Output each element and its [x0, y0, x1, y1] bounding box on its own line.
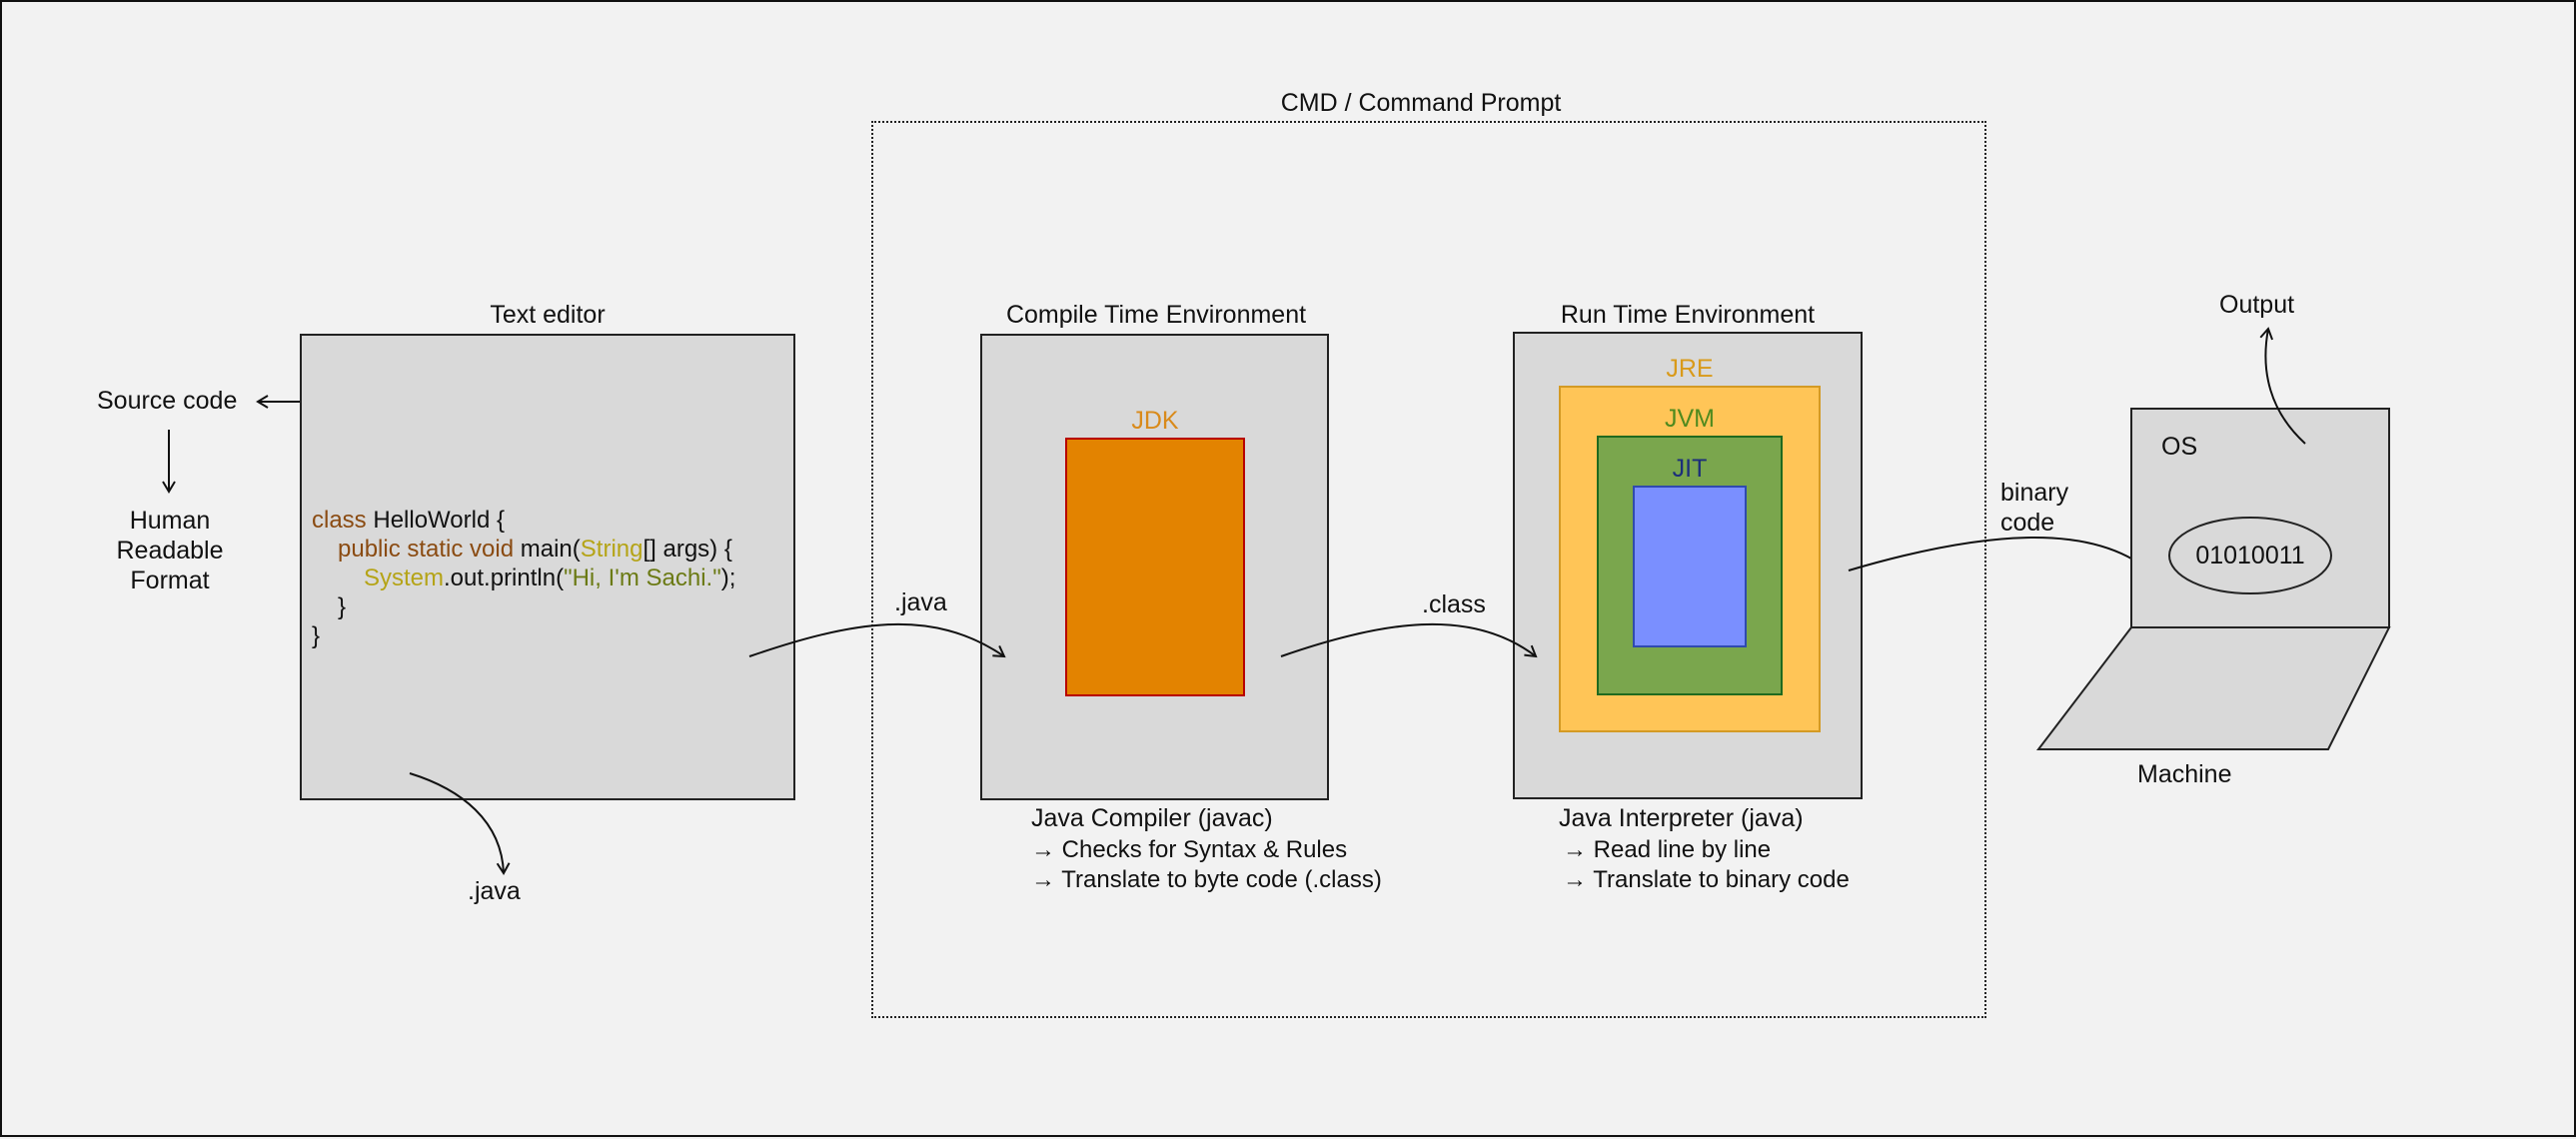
code-text: main( [514, 536, 581, 563]
jvm-label: JVM [1665, 405, 1715, 433]
code-text: [] args) { [643, 536, 732, 563]
editor-to-compile-arrow [748, 622, 1006, 658]
code-text: ); [720, 565, 736, 591]
binary-code-label-line-2: code [2000, 509, 2055, 537]
source-code-label: Source code [97, 387, 238, 415]
human-readable-line-3: Format [130, 567, 210, 594]
human-readable-line-2: Readable [116, 537, 224, 565]
compiler-title: Java Compiler (javac) [1031, 804, 1273, 832]
runtime-env-title: Run Time Environment [1560, 301, 1816, 329]
code-line-2: public static void main(String[] args) { [338, 535, 732, 564]
code-type: System [364, 565, 445, 591]
text-editor-title: Text editor [490, 301, 606, 329]
jdk-label: JDK [1131, 407, 1179, 435]
code-type: String [580, 536, 644, 563]
cmd-frame [871, 121, 1986, 1018]
java-arrow-label: .java [894, 588, 947, 616]
human-readable-line-1: Human [129, 507, 211, 535]
jit-box [1633, 486, 1747, 647]
jre-label: JRE [1666, 355, 1714, 383]
code-string: "Hi, I'm Sachi." [564, 565, 721, 591]
interpreter-title: Java Interpreter (java) [1559, 804, 1804, 832]
code-line-1: class HelloWorld { [312, 506, 505, 535]
java-file-label: .java [468, 877, 521, 905]
os-label: OS [2161, 433, 2198, 461]
compile-env-title: Compile Time Environment [1005, 301, 1307, 329]
code-keyword: public static void [338, 536, 515, 563]
code-line-4: } [338, 593, 347, 620]
binary-ellipse [2168, 517, 2332, 594]
class-arrow-label: .class [1422, 590, 1486, 618]
code-keyword: class [312, 507, 367, 534]
runtime-to-machine-arrow [1848, 537, 2152, 573]
interpreter-desc-line-2: → Translate to binary code [1563, 866, 1850, 893]
compiler-desc-line-2: → Translate to byte code (.class) [1031, 866, 1382, 893]
machine-to-output-arrow [2259, 327, 2306, 445]
machine-label: Machine [2137, 760, 2232, 788]
compile-to-runtime-arrow [1280, 622, 1538, 658]
code-text: HelloWorld { [366, 507, 505, 534]
cmd-title: CMD / Command Prompt [1280, 89, 1562, 117]
binary-code-label-line-1: binary [2000, 479, 2069, 507]
code-line-5: } [312, 622, 321, 649]
editor-to-file-arrow [409, 772, 511, 875]
interpreter-desc-line-1: → Read line by line [1563, 836, 1772, 863]
laptop-base [2035, 626, 2391, 750]
text-editor-box: class HelloWorld { public static void ma… [300, 334, 795, 800]
code-line-3: System.out.println("Hi, I'm Sachi."); [364, 564, 735, 592]
jdk-box [1065, 438, 1245, 696]
output-label: Output [2219, 291, 2295, 319]
binary-value: 01010011 [2195, 542, 2305, 570]
code-text: .out.println( [444, 565, 565, 591]
jit-label: JIT [1672, 455, 1708, 483]
compiler-desc-line-1: → Checks for Syntax & Rules [1031, 836, 1348, 863]
